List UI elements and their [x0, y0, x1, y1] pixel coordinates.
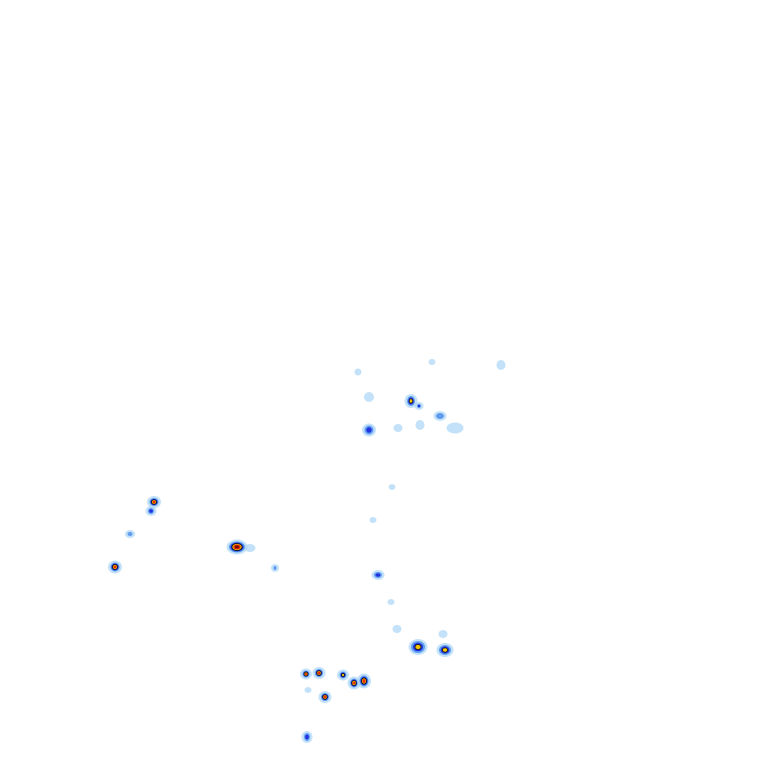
radar-echo-cell — [387, 599, 395, 605]
echo-halo — [244, 544, 256, 552]
echo-halo — [393, 424, 403, 432]
radar-echo-cell — [436, 643, 454, 657]
radar-echo-cell — [271, 564, 279, 572]
echo-halo — [364, 392, 374, 402]
radar-echo-cell — [433, 411, 447, 421]
radar-echo-cell — [362, 423, 376, 437]
radar-echo-cell — [388, 484, 396, 490]
echo-extreme — [234, 545, 240, 549]
radar-echo-cell — [414, 402, 424, 410]
echo-moderate — [417, 404, 421, 408]
radar-echo-cell — [318, 691, 332, 703]
radar-echo-cell — [312, 667, 326, 679]
radar-echo-cell — [415, 420, 425, 430]
echo-halo — [496, 360, 506, 370]
echo-heavy — [408, 398, 414, 404]
radar-echo-cell — [404, 394, 418, 408]
radar-echo-cell — [369, 517, 377, 523]
echo-heavy — [341, 673, 345, 677]
echo-heavy — [414, 644, 422, 650]
echo-halo — [428, 359, 436, 365]
radar-echo-cell — [108, 560, 122, 574]
echo-halo — [387, 599, 395, 605]
echo-halo — [438, 630, 448, 638]
echo-moderate — [366, 427, 372, 433]
echo-moderate — [149, 509, 153, 513]
radar-echo-cell — [371, 570, 385, 580]
radar-echo-cell — [438, 630, 448, 638]
echo-light — [127, 532, 133, 536]
radar-echo-cell — [392, 625, 402, 633]
echo-halo — [388, 484, 396, 490]
echo-very-heavy — [152, 500, 156, 504]
echo-very-heavy — [113, 565, 117, 569]
echo-halo — [446, 422, 464, 434]
radar-echo-cell — [357, 673, 371, 689]
radar-echo-cell — [145, 506, 157, 516]
echo-very-heavy — [317, 671, 321, 675]
echo-halo — [354, 368, 362, 376]
echo-very-heavy — [362, 679, 366, 683]
radar-echo-cell — [244, 544, 256, 552]
radar-echo-cell — [300, 668, 312, 680]
radar-echo-cell — [301, 731, 313, 743]
echo-very-heavy — [352, 681, 356, 685]
radar-echo-cell — [304, 687, 312, 693]
radar-echo-cell — [226, 539, 248, 555]
echo-light — [273, 566, 277, 570]
echo-halo — [304, 687, 312, 693]
echo-halo — [369, 517, 377, 523]
radar-echo-cell — [393, 424, 403, 432]
radar-echo-cell — [428, 359, 436, 365]
echo-very-heavy — [323, 695, 327, 699]
echo-light — [436, 413, 444, 419]
radar-echo-cell — [364, 392, 374, 402]
radar-echo-cell — [147, 496, 161, 508]
echo-heavy — [442, 647, 448, 653]
radar-echo-cell — [408, 639, 428, 655]
radar-echo-cell — [354, 368, 362, 376]
radar-echo-cell — [446, 422, 464, 434]
radar-echo-cell — [125, 530, 135, 538]
radar-echo-cell — [496, 360, 506, 370]
echo-very-heavy — [304, 672, 308, 676]
echo-moderate — [375, 573, 381, 577]
echo-halo — [392, 625, 402, 633]
radar-echo-cell — [337, 669, 349, 681]
echo-moderate — [305, 734, 309, 740]
echo-halo — [415, 420, 425, 430]
